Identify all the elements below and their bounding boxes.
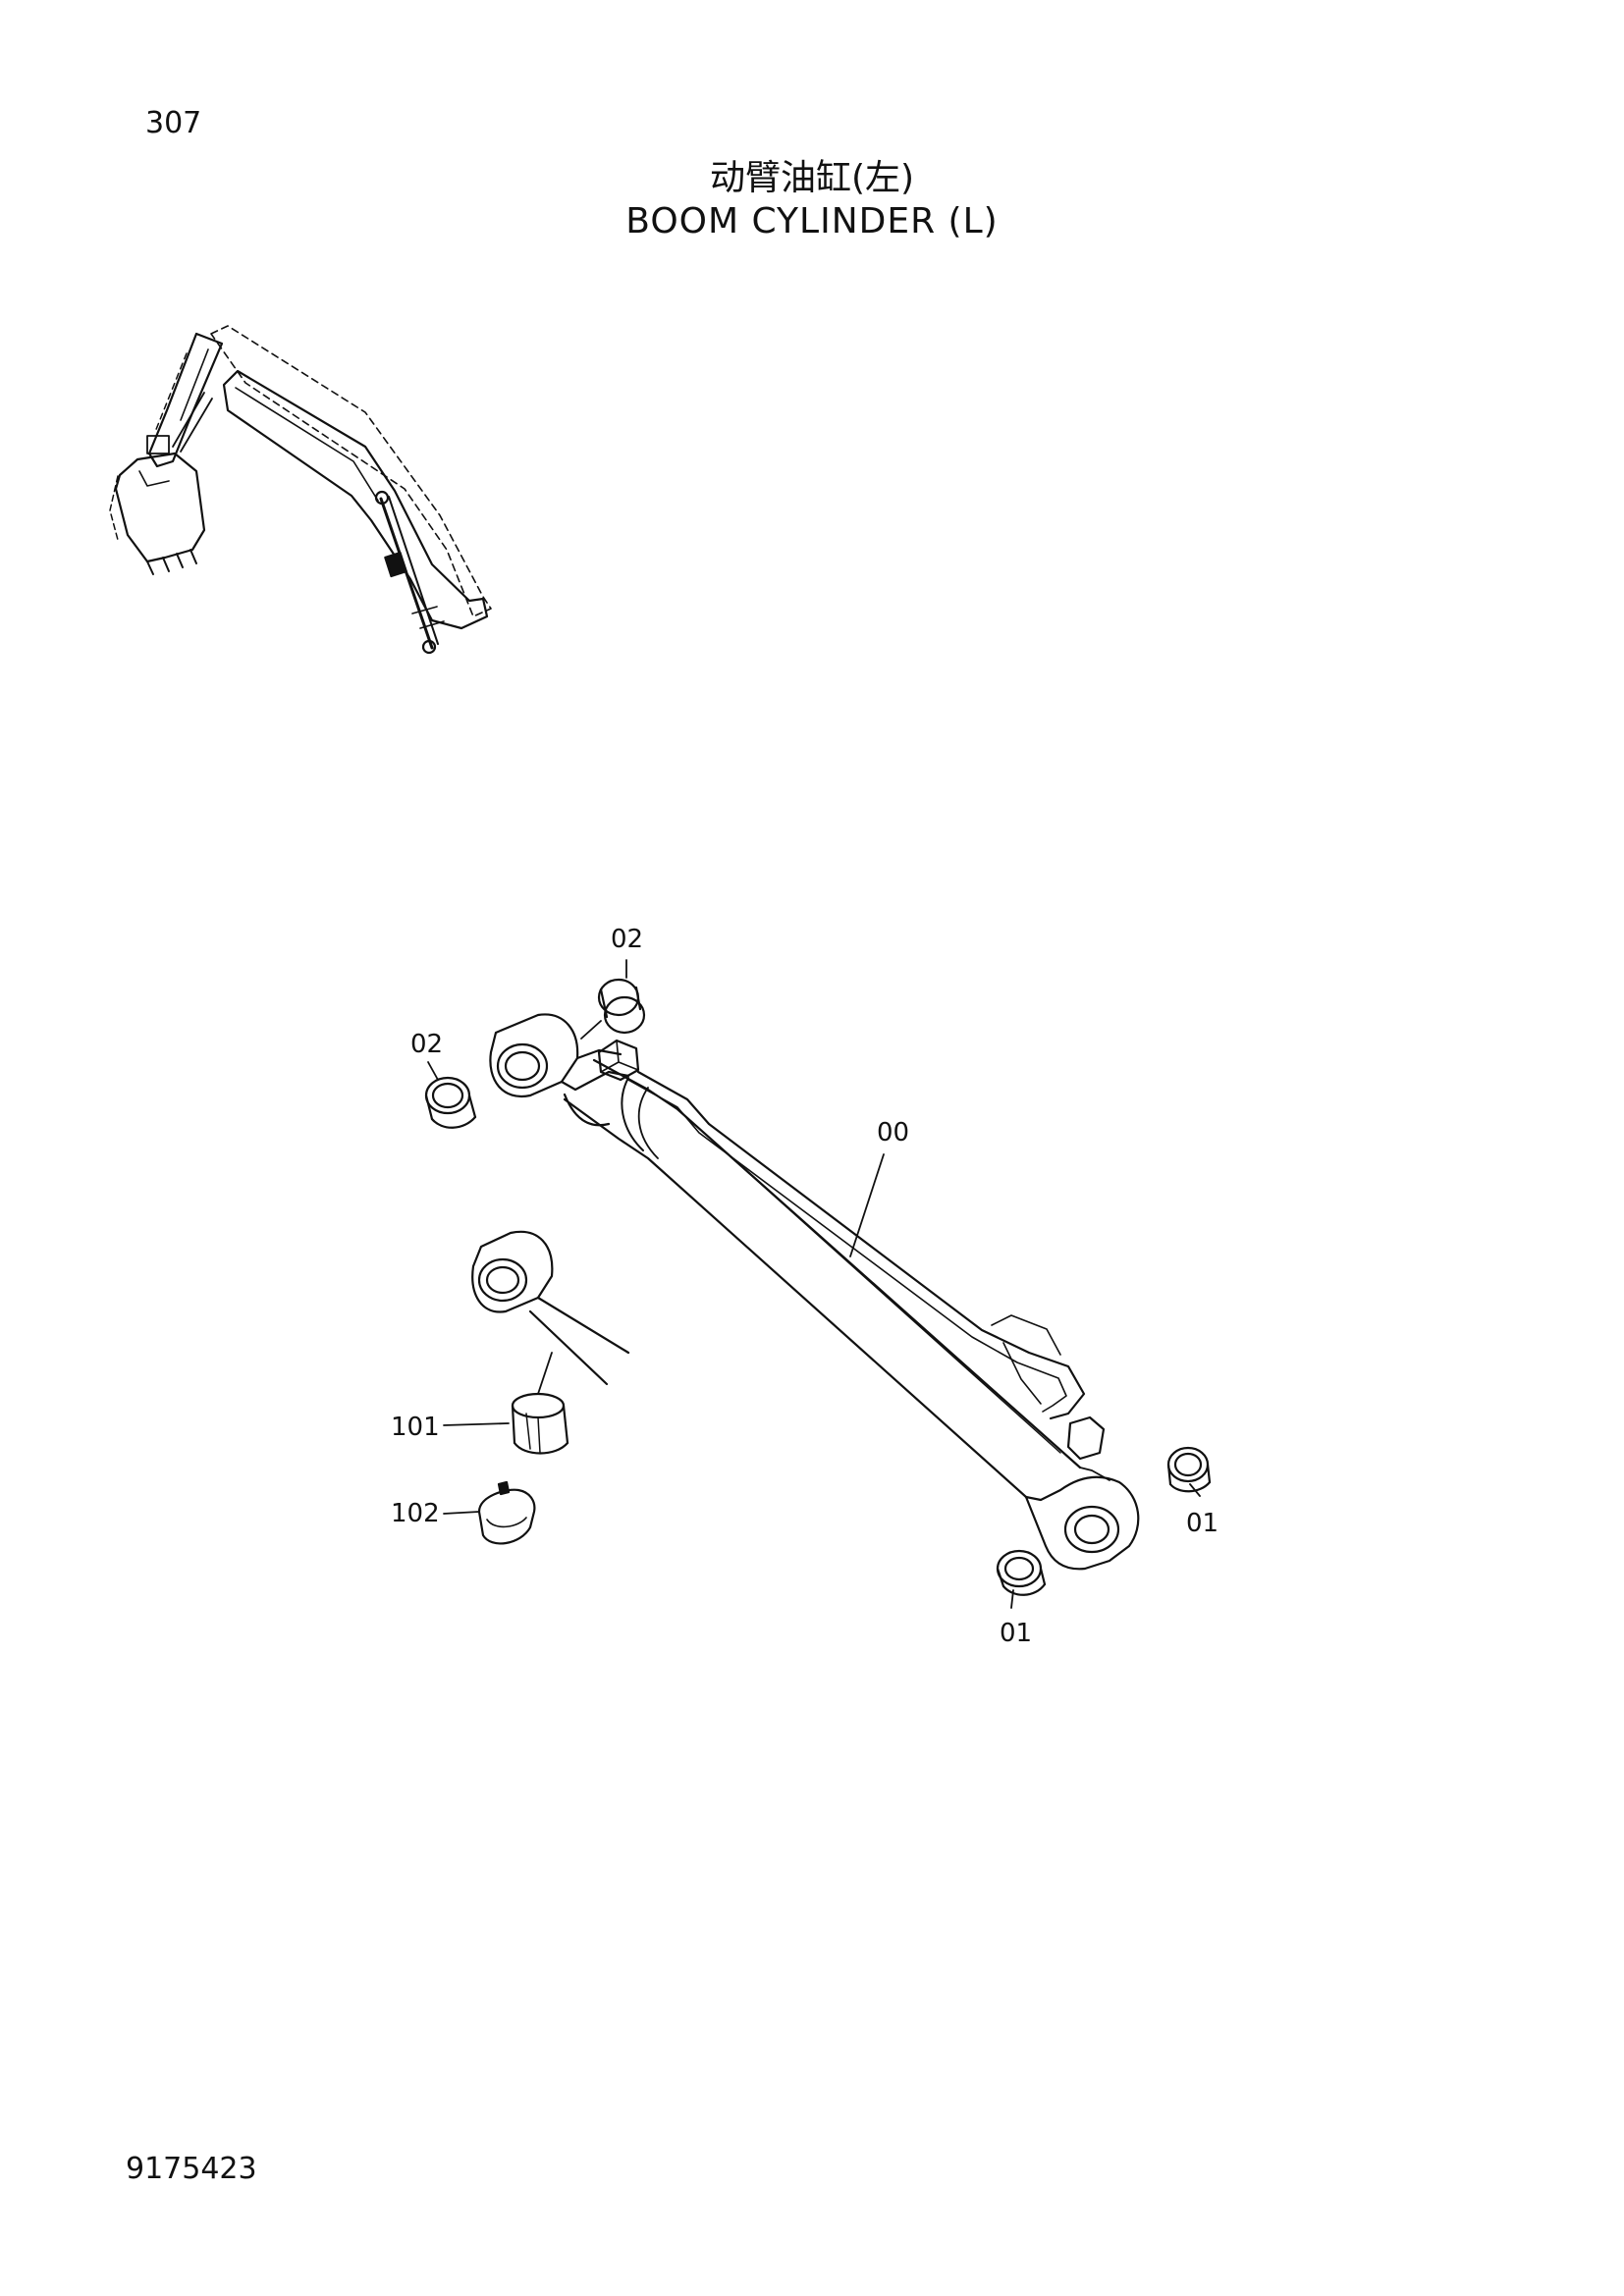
page-number: 307: [145, 106, 202, 140]
callout-01-lower: 01: [1000, 1619, 1032, 1648]
callout-01-right: 01: [1186, 1509, 1218, 1538]
page-title-english: BOOM CYLINDER (L): [625, 201, 999, 241]
page-title-chinese: 动臂油缸(左): [709, 158, 915, 198]
callout-leaders: [427, 959, 1201, 1609]
bushing-01-right: [1166, 1446, 1212, 1493]
document-number: 9175423: [126, 2152, 257, 2186]
callout-102: 102: [391, 1499, 440, 1528]
callout-02-left: 02: [410, 1030, 443, 1059]
bushing-01-lower: [996, 1549, 1047, 1596]
bushing-02-upper: [597, 978, 646, 1035]
boom-cylinder-assembly: [489, 1013, 1140, 1571]
split-bush-101: [511, 1392, 569, 1455]
callout-101: 101: [391, 1413, 440, 1442]
excavator-overview-illustration: [109, 325, 492, 655]
rod-end-detail: [471, 1230, 630, 1386]
callout-02-upper: 02: [611, 925, 643, 954]
retaining-ring-102: [477, 1480, 536, 1545]
bushing-02-left: [424, 1076, 477, 1129]
callout-00: 00: [877, 1118, 909, 1148]
